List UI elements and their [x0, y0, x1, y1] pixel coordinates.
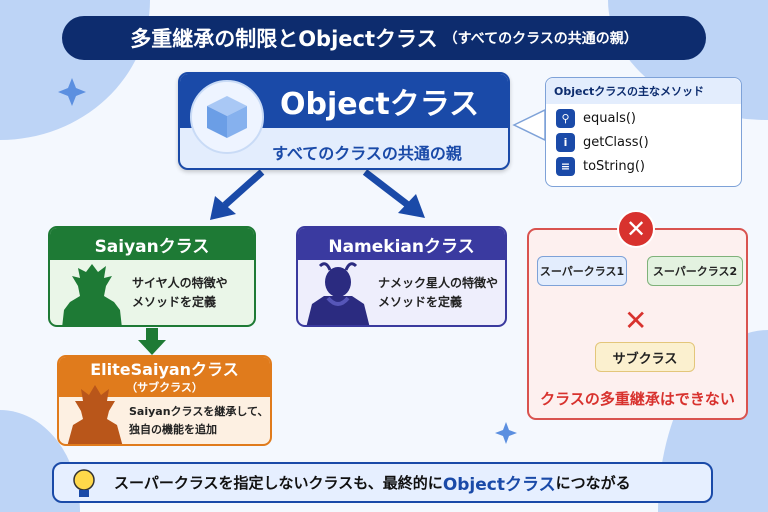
lightbulb-icon [73, 469, 95, 497]
superclass-2: スーパークラス2 [647, 256, 743, 286]
elite-saiyan-class-card: EliteSaiyanクラス （サブクラス） Saiyanクラスを継承して、独自の… [57, 355, 272, 446]
desc-line: サイヤ人の特徴や [132, 276, 228, 290]
desc-line: メソッドを定義 [132, 295, 217, 309]
superclass-1: スーパークラス1 [537, 256, 627, 286]
object-class-subtitle: すべてのクラスの共通の親 [272, 144, 462, 163]
saiyan-desc: サイヤ人の特徴やメソッドを定義 [132, 274, 228, 312]
multiple-inheritance-caption: クラスの多重継承はできない [540, 390, 735, 408]
summary-highlight: Objectクラス [442, 475, 556, 495]
namekian-title: Namekianクラス [298, 228, 505, 260]
method-label: getClass() [583, 135, 649, 150]
search-icon: ⚲ [556, 109, 575, 128]
page-title: 多重継承の制限とObjectクラス （すべてのクラスの共通の親） [62, 16, 706, 60]
saiyan-silhouette-icon [62, 264, 122, 325]
methods-heading: Objectクラスの主なメソッド [546, 78, 741, 104]
summary-text-end: につながる [555, 474, 631, 492]
method-item: i getClass() [556, 133, 731, 152]
elite-silhouette-icon [67, 385, 123, 444]
multiple-inheritance-box: スーパークラス1 スーパークラス2 ✕ サブクラス クラスの多重継承はできない [527, 228, 748, 420]
method-label: equals() [583, 111, 636, 126]
callout-pointer [512, 108, 546, 142]
desc-line: メソッドを定義 [378, 295, 463, 309]
cube-icon [190, 80, 264, 154]
arrow-to-saiyan [210, 169, 265, 220]
desc-line: 独自の機能を追加 [129, 423, 217, 436]
method-label: toString() [583, 159, 645, 174]
namekian-silhouette-icon [306, 262, 370, 325]
arrow-to-elite [138, 328, 166, 355]
title-sub: （すべてのクラスの共通の親） [443, 31, 638, 47]
elite-desc: Saiyanクラスを継承して、独自の機能を追加 [129, 403, 268, 439]
namekian-class-card: Namekianクラス ナメック星人の特徴やメソッドを定義 [296, 226, 507, 327]
method-item: ⚲ equals() [556, 109, 731, 128]
info-icon: i [556, 133, 575, 152]
title-main: 多重継承の制限とObjectクラス [130, 27, 438, 51]
summary-text: スーパークラスを指定しないクラスも、最終的に [114, 474, 443, 492]
saiyan-class-card: Saiyanクラス サイヤ人の特徴やメソッドを定義 [48, 226, 256, 327]
subclass: サブクラス [595, 342, 695, 372]
elite-subclass-note: （サブクラス） [126, 381, 203, 394]
cross-icon: ✕ [624, 304, 648, 337]
method-item: ≡ toString() [556, 157, 731, 176]
elite-title: EliteSaiyanクラス [90, 360, 239, 379]
methods-callout: Objectクラスの主なメソッド ⚲ equals() i getClass() ≡… [545, 77, 742, 187]
prohibited-icon: ✕ [617, 210, 655, 248]
arrow-to-namekian [362, 169, 425, 218]
sparkle-icon [58, 78, 517, 444]
desc-line: ナメック星人の特徴や [378, 276, 499, 290]
desc-line: Saiyanクラスを継承して、 [129, 405, 269, 418]
namekian-desc: ナメック星人の特徴やメソッドを定義 [378, 274, 498, 312]
document-icon: ≡ [556, 157, 575, 176]
saiyan-title: Saiyanクラス [50, 228, 254, 260]
